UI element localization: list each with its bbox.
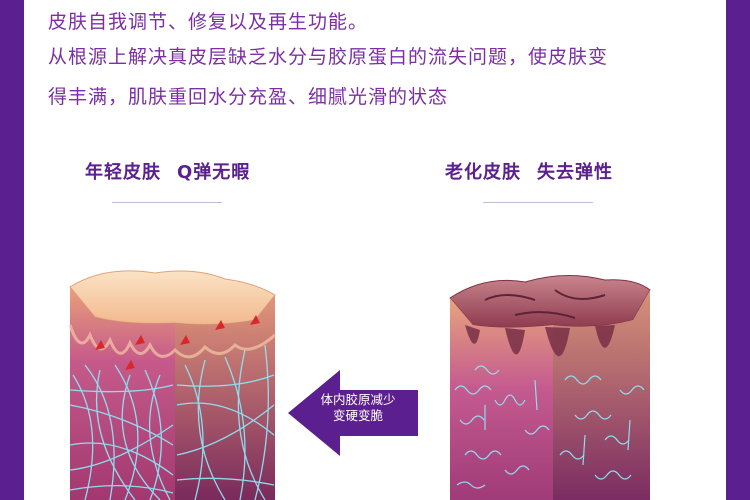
- intro-line-3: 得丰满，肌肤重回水分充盈、细腻光滑的状态: [48, 86, 449, 108]
- decline-arrow: [288, 370, 418, 456]
- intro-line-1: 皮肤自我调节、修复以及再生功能。: [48, 11, 369, 33]
- young-skin-title: 年轻皮肤: [85, 162, 161, 183]
- intro-line-2: 从根源上解决真皮层缺乏水分与胶原蛋白的流失问题，使皮肤变: [48, 46, 609, 68]
- aging-skin-subtitle: 失去弹性: [537, 162, 613, 183]
- decline-arrow-text: 体内胶原减少 变硬变脆: [308, 392, 408, 424]
- young-skin-illustration: [68, 270, 276, 500]
- left-frame-border: [0, 0, 24, 500]
- decline-arrow-line-2: 变硬变脆: [332, 408, 383, 423]
- young-skin-subtitle: Q弹无暇: [177, 162, 251, 183]
- aging-skin-divider: [483, 202, 593, 203]
- aging-skin-title: 老化皮肤: [445, 162, 521, 183]
- young-skin-divider: [112, 202, 222, 203]
- decline-arrow-line-1: 体内胶原减少: [320, 392, 396, 407]
- young-skin-label: 年轻皮肤 Q弹无暇: [85, 158, 250, 184]
- aging-skin-illustration: [449, 275, 651, 500]
- aging-skin-label: 老化皮肤失去弹性: [445, 158, 613, 184]
- right-frame-border: [726, 0, 750, 500]
